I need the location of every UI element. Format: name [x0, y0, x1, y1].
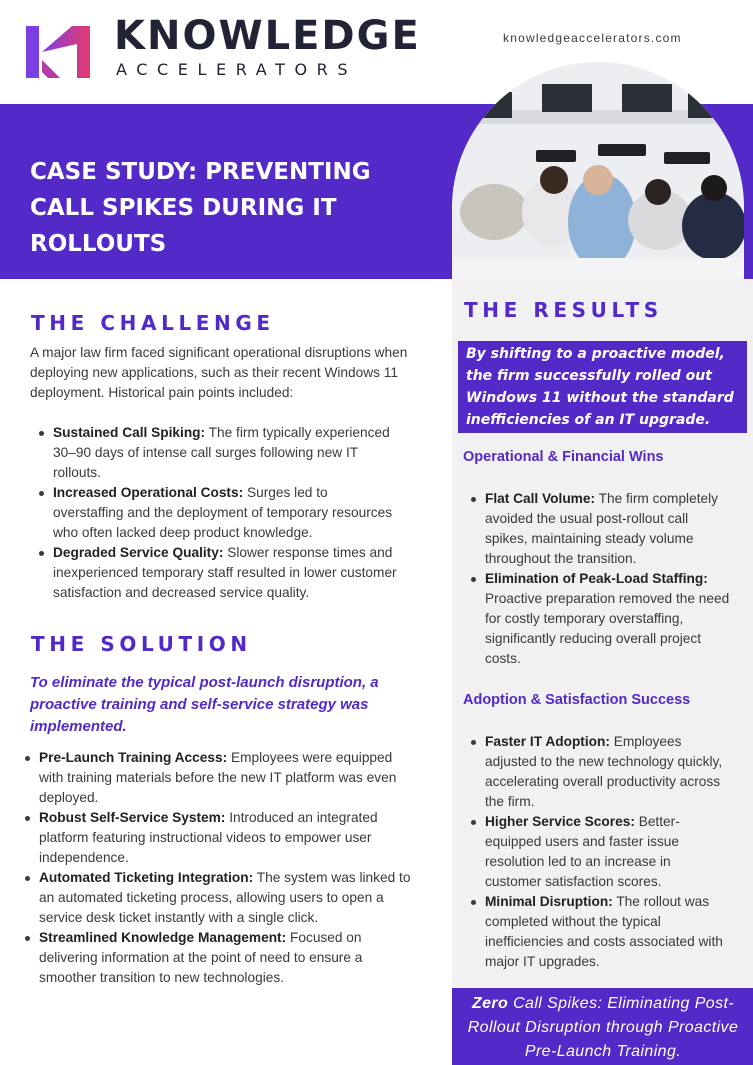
item-text: The rollout was completed without the ty… — [485, 894, 723, 969]
results-lead: By shifting to a proactive model, the fi… — [466, 346, 734, 428]
list-item: Higher Service Scores: Better-equipped u… — [471, 812, 730, 892]
solution-heading: THE SOLUTION — [31, 632, 252, 656]
adoption-list: Faster IT Adoption: Employees adjusted t… — [471, 732, 730, 972]
list-item: Sustained Call Spiking: The firm typical… — [39, 423, 398, 483]
item-text: Employees adjusted to the new technology… — [485, 734, 723, 809]
item-label: Faster IT Adoption: — [485, 734, 610, 749]
list-item: Elimination of Peak-Load Staffing: Proac… — [471, 569, 730, 669]
solution-list: Pre-Launch Training Access: Employees we… — [25, 748, 414, 988]
item-text: Surges led to overstaffing and the deplo… — [53, 485, 393, 540]
item-label: Higher Service Scores: — [485, 814, 635, 829]
list-item: Pre-Launch Training Access: Employees we… — [25, 748, 414, 808]
challenge-list: Sustained Call Spiking: The firm typical… — [39, 423, 398, 603]
item-label: Elimination of Peak-Load Staffing: — [485, 571, 708, 586]
item-text: Introduced an integrated platform featur… — [39, 810, 378, 865]
item-label: Flat Call Volume: — [485, 491, 596, 506]
operational-list: Flat Call Volume: The firm completely av… — [471, 489, 730, 669]
callout-emphasis: Zero — [471, 995, 509, 1012]
item-text: The system was linked to an automated ti… — [39, 870, 411, 925]
results-lead-box — [458, 341, 747, 433]
callout-body: Call Spikes: Eliminating Post-Rollout Di… — [467, 995, 739, 1060]
item-label: Streamlined Knowledge Management: — [39, 930, 287, 945]
list-item: Automated Ticketing Integration: The sys… — [25, 868, 414, 928]
item-text: Better-equipped users and faster issue r… — [485, 814, 680, 889]
website-link[interactable]: knowledgeaccelerators.com — [503, 31, 682, 45]
page-title: CASE STUDY: PREVENTING CALL SPIKES DURIN… — [30, 159, 371, 257]
challenge-heading: THE CHALLENGE — [31, 311, 275, 335]
office-team-photo — [452, 62, 744, 279]
operational-subheading: Operational & Financial Wins — [463, 449, 664, 465]
callout-box — [452, 988, 753, 1065]
list-item: Minimal Disruption: The rollout was comp… — [471, 892, 730, 972]
item-text: Proactive preparation removed the need f… — [485, 591, 730, 666]
callout-text: Zero Call Spikes: Eliminating Post-Rollo… — [460, 992, 746, 1064]
item-text: The firm completely avoided the usual po… — [485, 491, 719, 566]
brand-name: KNOWLEDGE — [114, 13, 421, 59]
item-label: Pre-Launch Training Access: — [39, 750, 228, 765]
item-label: Automated Ticketing Integration: — [39, 870, 254, 885]
challenge-intro: A major law firm faced significant opera… — [30, 345, 408, 400]
item-label: Minimal Disruption: — [485, 894, 613, 909]
brand-tagline: ACCELERATORS — [116, 60, 358, 79]
company-logo — [26, 26, 90, 78]
item-label: Degraded Service Quality: — [53, 545, 224, 560]
item-label: Robust Self-Service System: — [39, 810, 226, 825]
item-label: Increased Operational Costs: — [53, 485, 244, 500]
item-text: Slower response times and inexperienced … — [53, 545, 397, 600]
solution-lead: To eliminate the typical post-launch dis… — [30, 674, 379, 735]
list-item: Flat Call Volume: The firm completely av… — [471, 489, 730, 569]
results-heading: THE RESULTS — [464, 298, 663, 322]
list-item: Faster IT Adoption: Employees adjusted t… — [471, 732, 730, 812]
item-text: The firm typically experienced 30–90 day… — [53, 425, 390, 480]
list-item: Robust Self-Service System: Introduced a… — [25, 808, 414, 868]
adoption-subheading: Adoption & Satisfaction Success — [463, 692, 691, 708]
item-text: Employees were equipped with training ma… — [39, 750, 397, 805]
list-item: Increased Operational Costs: Surges led … — [39, 483, 398, 543]
list-item: Streamlined Knowledge Management: Focuse… — [25, 928, 414, 988]
list-item: Degraded Service Quality: Slower respons… — [39, 543, 398, 603]
item-text: Focused on delivering information at the… — [39, 930, 363, 985]
item-label: Sustained Call Spiking: — [53, 425, 206, 440]
